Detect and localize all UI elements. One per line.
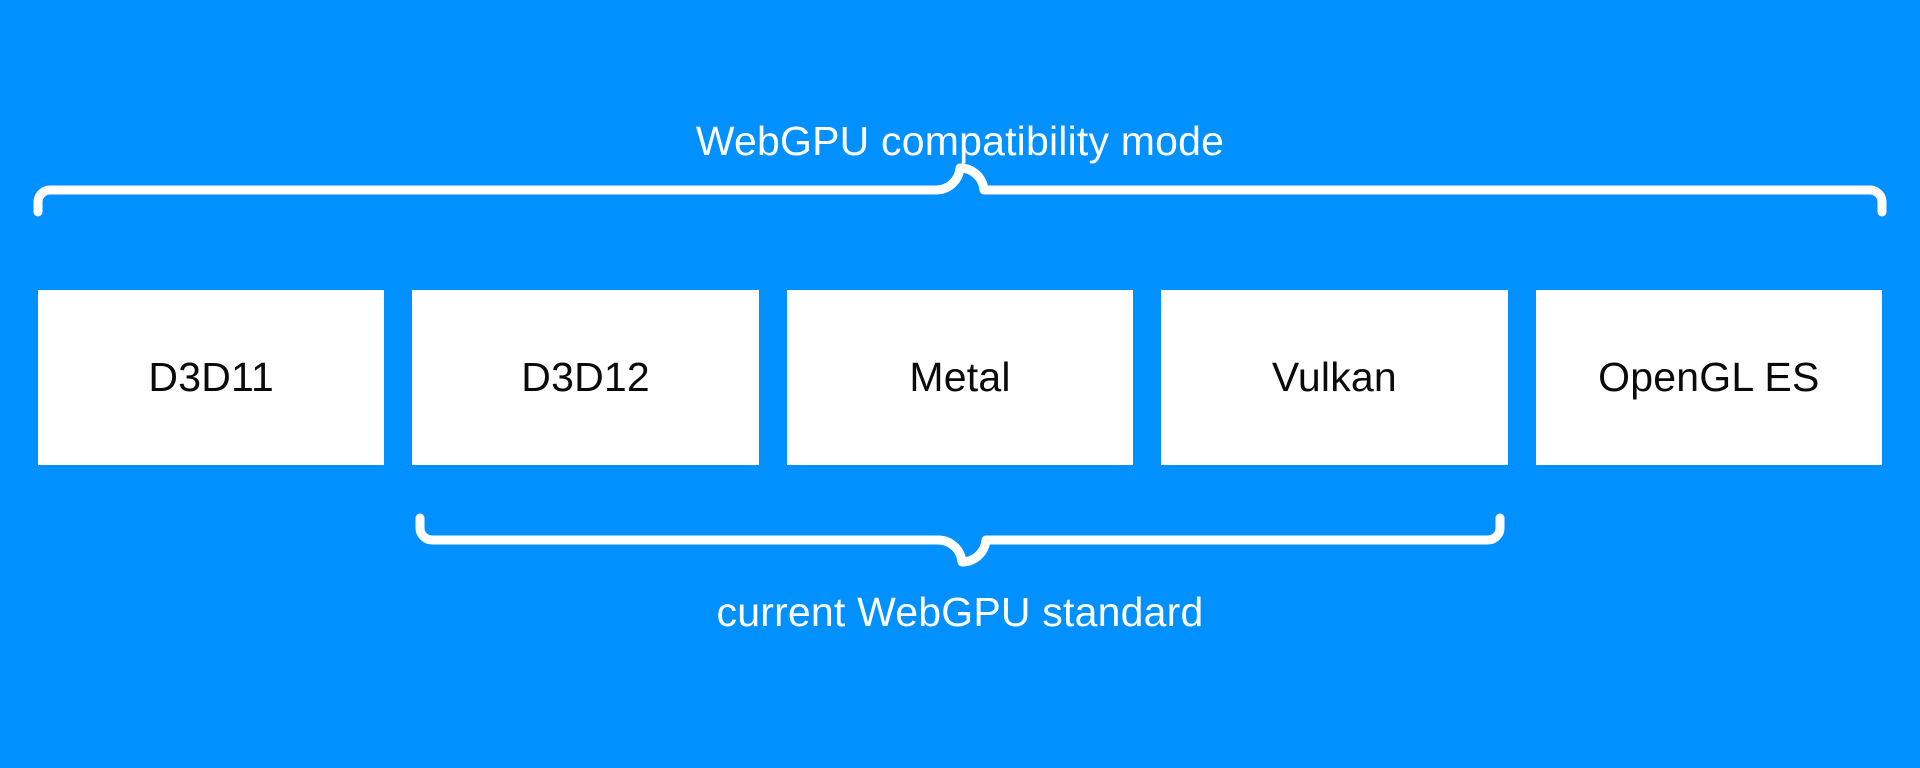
api-box-label: Metal [909,354,1011,400]
api-box-opengl-es[interactable]: OpenGL ES [1535,290,1883,465]
api-box-row: D3D11 D3D12 Metal Vulkan OpenGL ES [38,290,1883,465]
api-box-d3d12[interactable]: D3D12 [412,290,759,465]
api-box-vulkan[interactable]: Vulkan [1161,290,1508,465]
api-box-d3d11[interactable]: D3D11 [38,290,385,465]
api-box-label: Vulkan [1271,354,1397,400]
api-box-metal[interactable]: Metal [786,290,1134,465]
top-brace-icon [33,163,1887,217]
bottom-brace-label: current WebGPU standard [716,589,1204,635]
bottom-brace-icon [415,513,1505,567]
api-box-label: D3D11 [148,354,274,400]
api-box-label: D3D12 [521,354,650,400]
top-brace-label: WebGPU compatibility mode [695,118,1225,164]
api-box-label: OpenGL ES [1598,354,1820,400]
